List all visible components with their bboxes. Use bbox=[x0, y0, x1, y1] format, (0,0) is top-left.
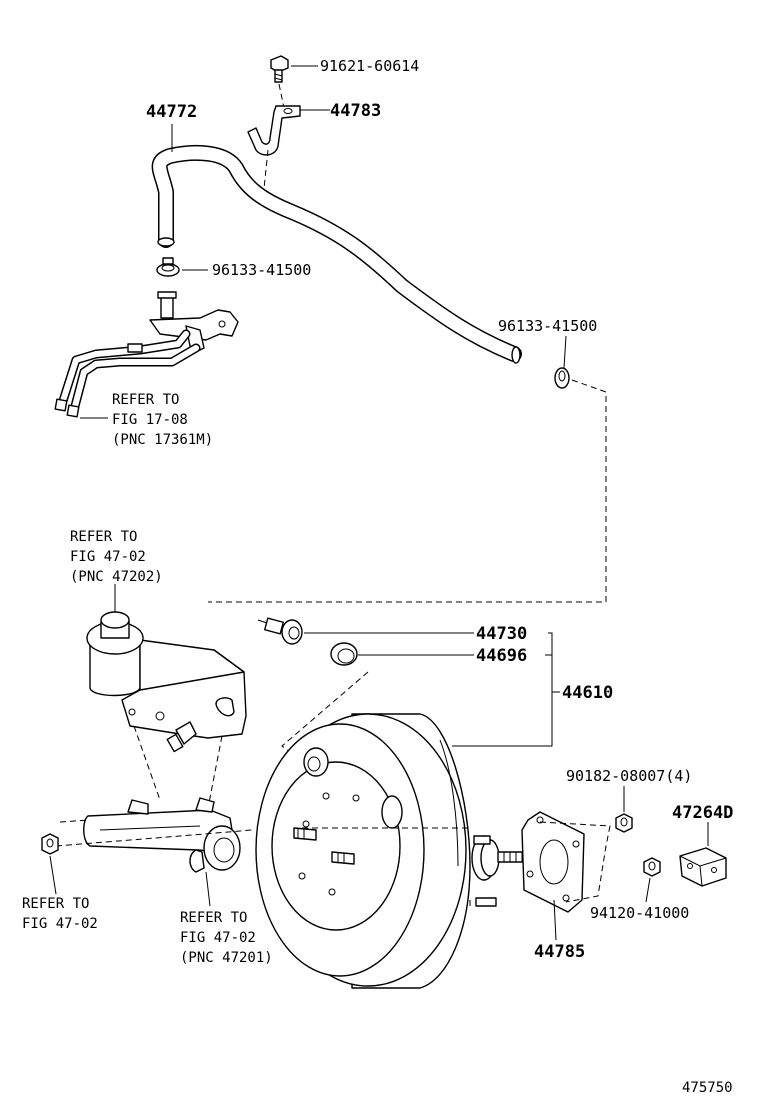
grommet-44696[interactable] bbox=[330, 642, 358, 666]
ref-47201-line1: REFER TO bbox=[180, 910, 247, 926]
label-44785: 44785 bbox=[534, 942, 585, 962]
nut-90182-08007[interactable] bbox=[615, 813, 633, 833]
clamp-bracket-44783[interactable] bbox=[247, 105, 301, 156]
ref-47-02-nut-line1: REFER TO bbox=[22, 896, 89, 912]
ref-17-08-line3: (PNC 17361M) bbox=[112, 432, 213, 448]
label-91621-60614: 91621-60614 bbox=[320, 57, 419, 75]
label-44696: 44696 bbox=[476, 646, 527, 666]
brake-booster-44610[interactable] bbox=[255, 713, 529, 989]
ref-47-02-nut-line2: FIG 47-02 bbox=[22, 916, 98, 932]
master-cylinder-nut[interactable] bbox=[41, 833, 59, 855]
ref-17-08-line1: REFER TO bbox=[112, 392, 179, 408]
hose-clip-96133-41500-upper[interactable] bbox=[156, 257, 180, 277]
label-44783: 44783 bbox=[330, 101, 381, 121]
master-cylinder bbox=[83, 797, 241, 873]
vacuum-pipe-assembly bbox=[54, 291, 239, 418]
label-90182-08007: 90182-08007(4) bbox=[566, 767, 692, 785]
ref-47202-line1: REFER TO bbox=[70, 529, 137, 545]
label-44730: 44730 bbox=[476, 624, 527, 644]
ref-17-08-line2: FIG 17-08 bbox=[112, 412, 188, 428]
label-44610: 44610 bbox=[562, 683, 613, 703]
ref-47202-line2: FIG 47-02 bbox=[70, 549, 146, 565]
bolt-91621-60614[interactable] bbox=[270, 55, 289, 83]
ref-47201-line3: (PNC 47201) bbox=[180, 950, 273, 966]
label-94120-41000: 94120-41000 bbox=[590, 904, 689, 922]
nut-94120-41000[interactable] bbox=[643, 857, 661, 877]
vacuum-hose-44772[interactable] bbox=[151, 144, 522, 364]
label-44772: 44772 bbox=[146, 102, 197, 122]
label-96133-41500-upper: 96133-41500 bbox=[212, 261, 311, 279]
ref-47202-line3: (PNC 47202) bbox=[70, 569, 163, 585]
label-47264D: 47264D bbox=[672, 803, 733, 823]
gasket-44785[interactable] bbox=[521, 811, 585, 913]
figure-id: 475750 bbox=[682, 1080, 733, 1096]
clevis-47264D[interactable] bbox=[679, 847, 727, 887]
check-valve-44730[interactable] bbox=[257, 617, 303, 645]
hose-clip-96133-41500-right[interactable] bbox=[554, 367, 570, 389]
ref-47201-line2: FIG 47-02 bbox=[180, 930, 256, 946]
brake-fluid-reservoir bbox=[86, 611, 247, 753]
label-96133-41500-right: 96133-41500 bbox=[498, 317, 597, 335]
